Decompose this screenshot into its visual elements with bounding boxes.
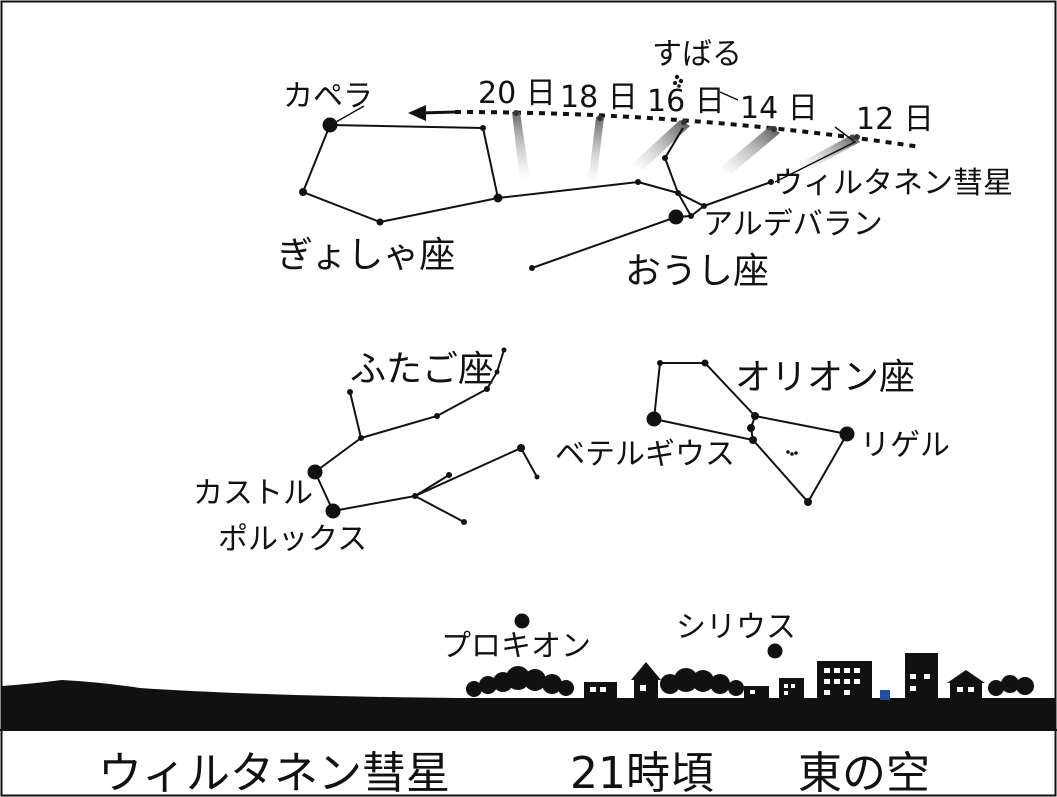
date-label-20: 20 日 bbox=[478, 76, 556, 111]
procyon-star bbox=[514, 613, 530, 629]
date-label-12: 12 日 bbox=[856, 102, 934, 137]
aldebaran-star bbox=[668, 209, 684, 225]
comet-head bbox=[771, 126, 777, 132]
rigel-label: リゲル bbox=[860, 428, 950, 463]
sirius: シリウス bbox=[676, 610, 796, 659]
comet-head bbox=[597, 115, 603, 121]
comet-tail bbox=[588, 117, 604, 184]
taurus-label: おうし座 bbox=[625, 251, 769, 292]
orion-label: オリオン座 bbox=[735, 357, 915, 398]
orion-constellation: オリオン座 ベテルギウス リゲル bbox=[555, 357, 950, 506]
buildings bbox=[584, 653, 985, 700]
caption-comet: ウィルタネン彗星 bbox=[98, 748, 450, 797]
caption: ウィルタネン彗星 21時頃 東の空 bbox=[98, 748, 930, 797]
horizon-silhouette bbox=[2, 653, 1055, 730]
caption-time: 21時頃 bbox=[570, 748, 714, 797]
comet-head bbox=[854, 134, 860, 140]
capella-label: カペラ bbox=[283, 79, 373, 114]
taurus-constellation: アルデバラン おうし座 bbox=[529, 127, 883, 292]
betelgeuse-star bbox=[646, 411, 662, 427]
comet-tail bbox=[800, 134, 860, 170]
gemini-constellation: ふたご座 カストル ポルックス bbox=[193, 347, 540, 557]
caption-direction: 東の空 bbox=[798, 748, 930, 797]
subaru-cluster: すばる bbox=[652, 37, 742, 88]
comet-tail bbox=[720, 126, 780, 175]
lit-window bbox=[880, 690, 890, 700]
date-label-18: 18 日 bbox=[560, 80, 638, 115]
comet-head bbox=[681, 119, 687, 125]
comet-leader: ウィルタネン彗星 bbox=[719, 91, 1013, 201]
arrow-head-icon bbox=[408, 105, 426, 121]
sirius-label: シリウス bbox=[676, 610, 796, 645]
trees bbox=[466, 666, 1034, 697]
betelgeuse-label: ベテルギウス bbox=[555, 437, 735, 472]
comet-head bbox=[513, 110, 519, 116]
rigel-star bbox=[839, 426, 855, 442]
comet-positions bbox=[512, 110, 860, 184]
auriga-label: ぎょしゃ座 bbox=[277, 235, 455, 276]
castor-label: カストル bbox=[193, 476, 313, 511]
comet-date-labels: 20 日 18 日 16 日 14 日 12 日 bbox=[478, 76, 934, 137]
pollux-label: ポルックス bbox=[218, 522, 367, 557]
procyon-label: プロキオン bbox=[441, 629, 591, 664]
aldebaran-label: アルデバラン bbox=[703, 207, 883, 242]
auriga-constellation: カペラ ぎょしゃ座 bbox=[277, 79, 639, 276]
procyon: プロキオン bbox=[441, 613, 591, 664]
comet-label: ウィルタネン彗星 bbox=[773, 166, 1013, 201]
pollux-star bbox=[325, 503, 341, 519]
comet-tail bbox=[632, 120, 690, 170]
date-label-14: 14 日 bbox=[740, 91, 818, 126]
castor-star bbox=[307, 464, 323, 480]
subaru-label: すばる bbox=[652, 37, 742, 72]
date-label-16: 16 日 bbox=[647, 84, 725, 119]
comet-tail bbox=[512, 112, 530, 180]
gemini-label: ふたご座 bbox=[350, 349, 494, 390]
sirius-star bbox=[767, 643, 783, 659]
capella-star bbox=[322, 117, 338, 133]
